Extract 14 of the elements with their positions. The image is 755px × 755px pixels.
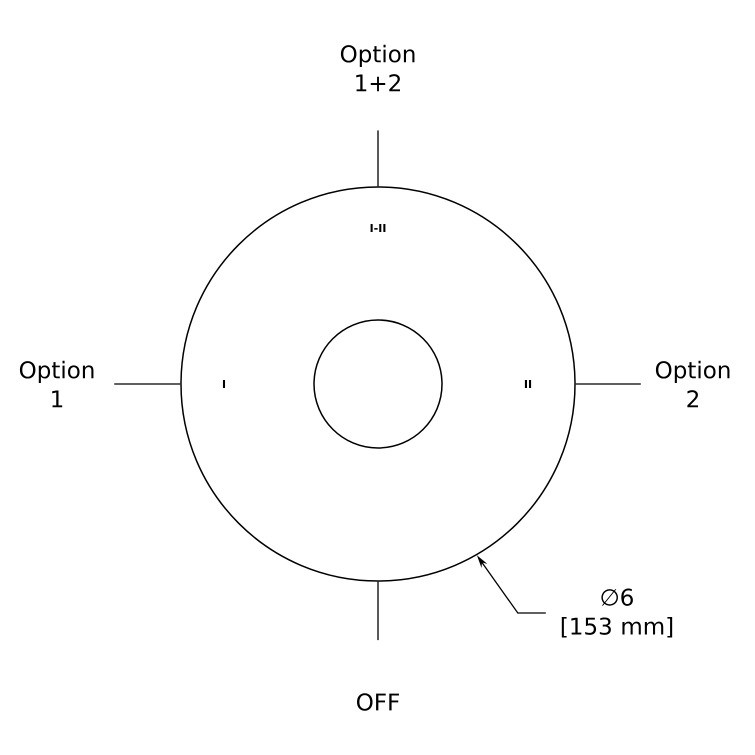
position-label: OFF xyxy=(357,693,399,711)
circle-outline xyxy=(313,319,443,449)
position-label: Option 1 xyxy=(20,360,94,408)
position-tick xyxy=(576,383,641,385)
position-label: Option 1+2 xyxy=(340,44,414,92)
circle-outline xyxy=(180,186,576,582)
position-label: Option 2 xyxy=(656,360,730,408)
dimension-label: ∅6 [153 mm] xyxy=(562,588,672,638)
switch-mark: I-II xyxy=(370,224,386,232)
position-tick xyxy=(377,582,379,640)
switch-mark: II xyxy=(524,380,532,388)
switch-mark: I xyxy=(222,380,226,388)
position-tick xyxy=(114,383,180,385)
position-tick xyxy=(377,130,379,186)
